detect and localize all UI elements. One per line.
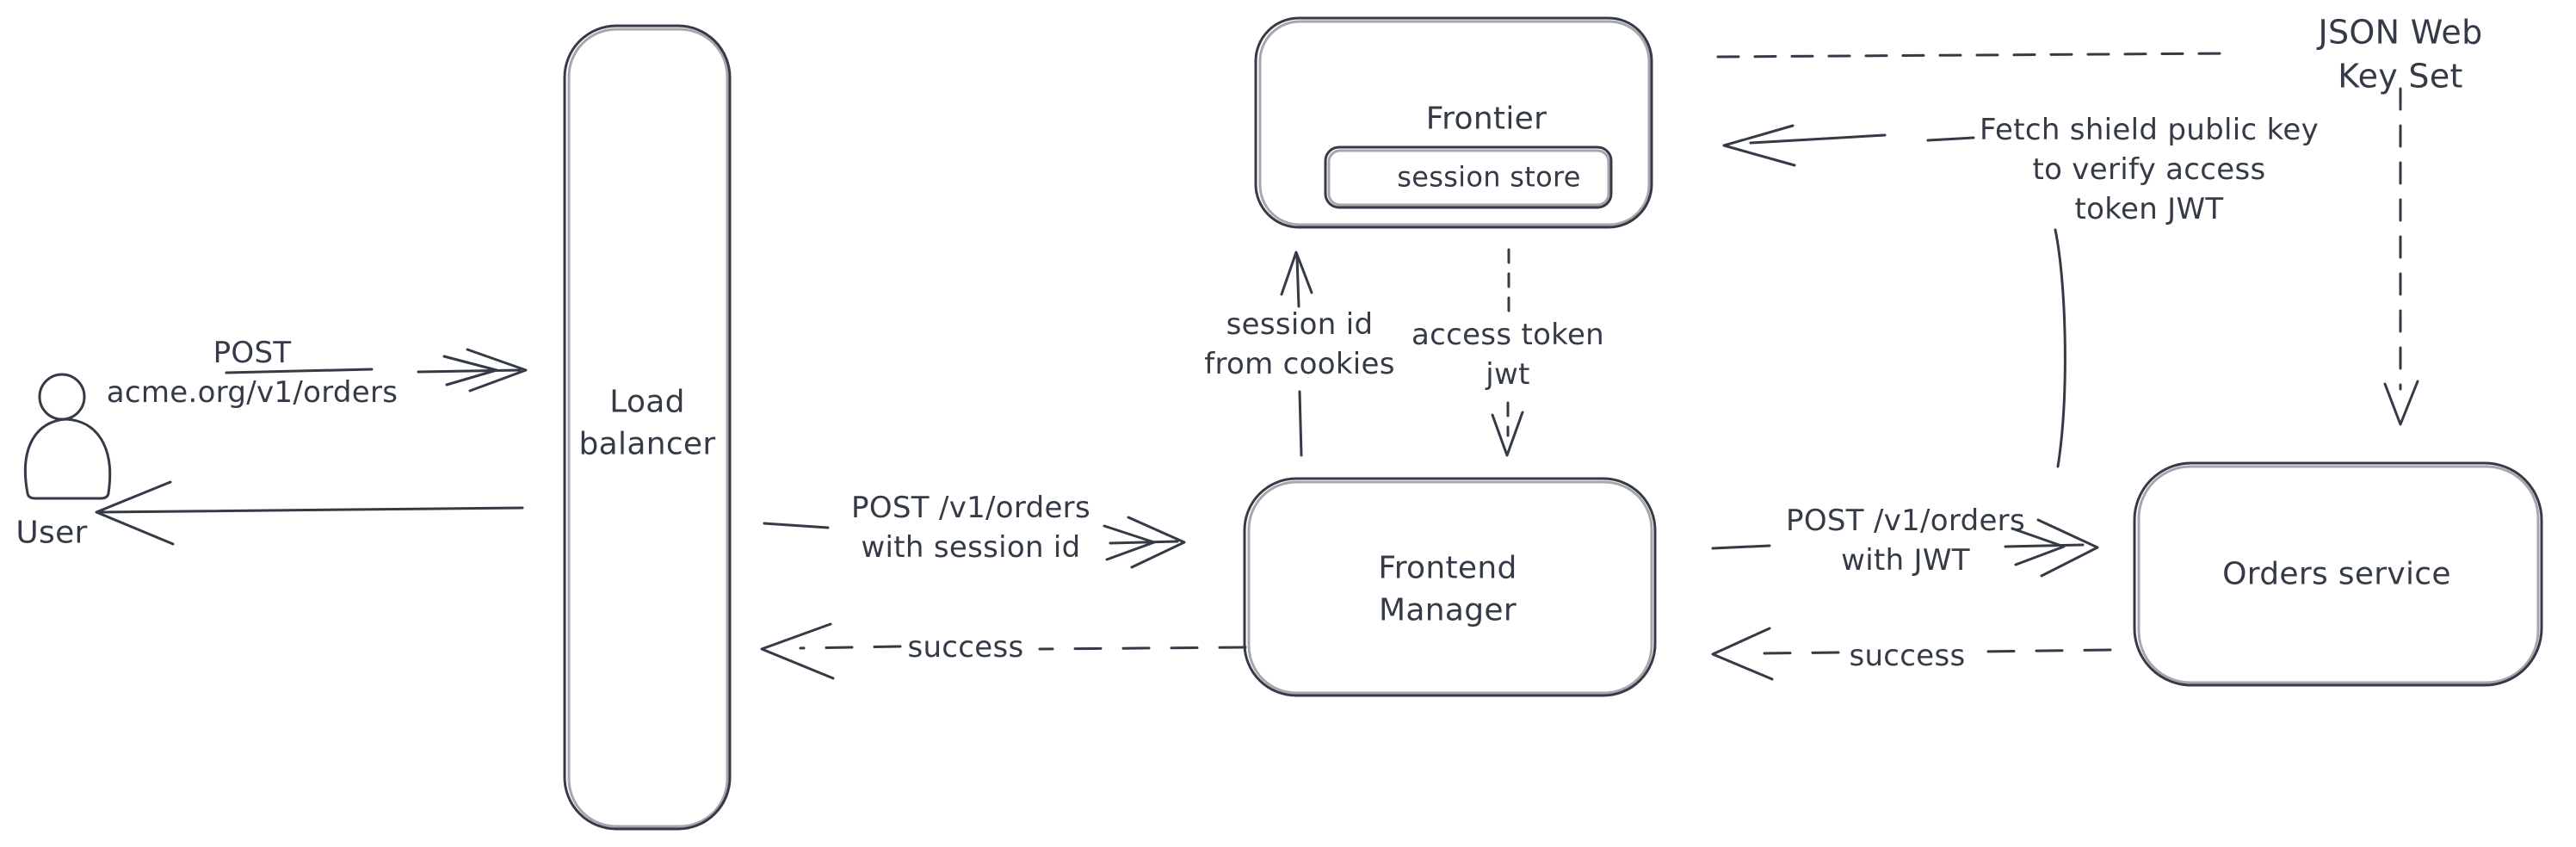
load-balancer-to-user-arrow [95, 480, 524, 546]
jwks-to-orders-service-arrow [2383, 87, 2419, 426]
edge-label-post-acme: POST acme.org/v1/orders [106, 336, 398, 410]
edge-label-session-id-cookies: session id from cookies [1204, 307, 1395, 381]
frontier-to-jwks-line [1716, 52, 2233, 59]
orders-service-to-frontier-arrow [1722, 124, 2066, 468]
user-figure-icon [23, 373, 112, 500]
frontend-manager-to-load-balancer-arrow [760, 622, 1247, 680]
frontier-label: Frontier [1425, 101, 1547, 137]
jwks-label: JSON Web Key Set [2318, 13, 2483, 96]
user-label: User [15, 515, 88, 551]
orders-service-box [2133, 461, 2543, 687]
session-store-box [1324, 145, 1613, 209]
edge-label-post-jwt: POST /v1/orders with JWT [1786, 504, 2025, 578]
frontend-manager-box [1243, 477, 1657, 697]
edge-label-success-left: success [907, 630, 1024, 665]
frontend-manager-to-orders-service-arrow [1711, 518, 2099, 578]
frontend-manager-label: Frontend Manager [1378, 550, 1517, 628]
edge-label-success-right: success [1849, 639, 1966, 674]
user-to-load-balancer-arrow [225, 348, 528, 393]
orders-service-to-frontend-manager-arrow [1711, 627, 2112, 681]
edge-label-access-token-jwt: access token jwt [1411, 318, 1605, 392]
frontend-manager-to-frontier-arrow [1280, 250, 1313, 457]
load-balancer-box [563, 24, 732, 831]
load-balancer-label: Load balancer [578, 384, 716, 461]
load-balancer-to-frontend-manager-arrow [763, 516, 1186, 569]
frontier-box [1254, 16, 1653, 229]
edge-label-fetch-public-key: Fetch shield public key to verify access… [1980, 113, 2319, 226]
frontier-to-frontend-manager-arrow [1491, 248, 1524, 457]
orders-service-label: Orders service [2222, 556, 2451, 592]
edge-label-post-session-id: POST /v1/orders with session id [851, 491, 1090, 565]
session-store-label: session store [1397, 160, 1581, 194]
